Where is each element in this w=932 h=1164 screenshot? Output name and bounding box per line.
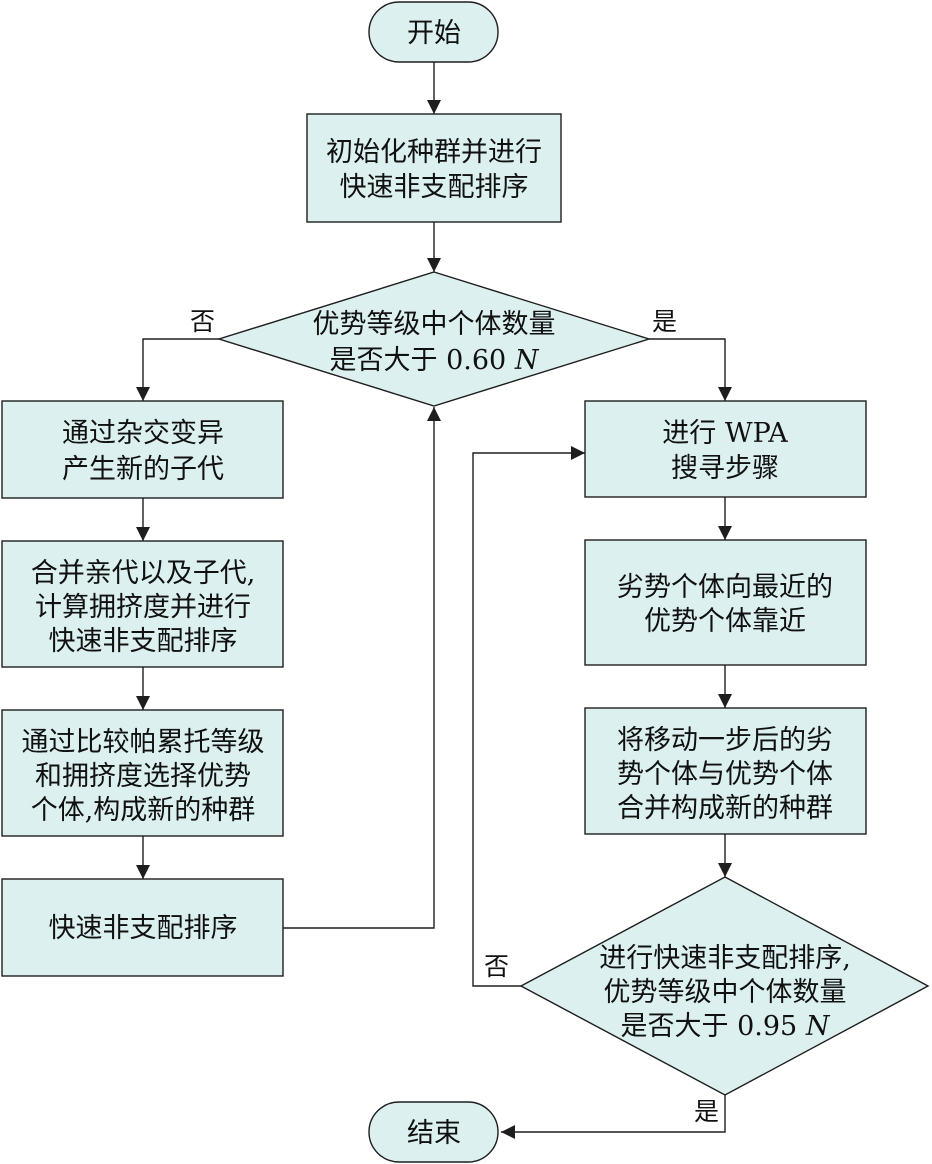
wpa-process: 进行 WPA 搜寻步骤 <box>584 400 867 498</box>
init-line-1: 初始化种群并进行 <box>326 137 542 168</box>
decision2-line-3: 是否大于 0.95 N <box>621 1011 831 1042</box>
decision2-var: N <box>805 1011 831 1042</box>
decision2-line-2: 优势等级中个体数量 <box>604 977 847 1008</box>
decision1-line-1: 优势等级中个体数量 <box>313 309 556 340</box>
decision1-line-2: 是否大于 0.60 N <box>330 345 540 376</box>
select-process: 通过比较帕累托等级 和拥挤度选择优势 个体,构成新的种群 <box>1 709 284 837</box>
combine-line-1: 将移动一步后的劣 <box>617 725 833 756</box>
end-terminator: 结束 <box>368 1101 499 1163</box>
edge-decision2-no <box>472 446 585 987</box>
merge-line-2: 计算拥挤度并进行 <box>35 592 251 623</box>
decision2-line-3-text: 是否大于 0.95 <box>621 1011 806 1042</box>
edge-sort-loop-back <box>283 407 441 929</box>
wpa-line-1: 进行 WPA <box>662 418 788 449</box>
init-process: 初始化种群并进行 快速非支配排序 <box>306 113 562 223</box>
decision1-no-label: 否 <box>190 307 215 336</box>
select-line-1: 通过比较帕累托等级 <box>22 727 265 758</box>
decision-1: 优势等级中个体数量 是否大于 0.60 N <box>216 271 652 407</box>
decision-2: 进行快速非支配排序, 优势等级中个体数量 是否大于 0.95 N <box>519 876 930 1096</box>
decision1-var: N <box>514 345 540 376</box>
sort-label: 快速非支配排序 <box>49 913 238 944</box>
edges <box>136 62 732 1139</box>
edge-decision1-yes <box>649 338 732 401</box>
approach-line-2: 优势个体靠近 <box>644 606 806 637</box>
crossover-line-1: 通过杂交变异 <box>62 418 224 449</box>
decision2-yes-label: 是 <box>694 1097 719 1126</box>
combine-process: 将移动一步后的劣 势个体与优势个体 合并构成新的种群 <box>584 707 867 835</box>
decision1-line-2-text: 是否大于 0.60 <box>330 345 515 376</box>
end-label: 结束 <box>407 1118 461 1149</box>
merge-line-1: 合并亲代以及子代, <box>31 558 256 589</box>
edge-decision1-no <box>136 338 219 401</box>
decision1-yes-label: 是 <box>652 307 677 336</box>
merge-line-3: 快速非支配排序 <box>49 626 238 657</box>
approach-line-1: 劣势个体向最近的 <box>617 572 833 603</box>
merge-process: 合并亲代以及子代, 计算拥挤度并进行 快速非支配排序 <box>1 540 284 668</box>
start-terminator: 开始 <box>368 1 499 63</box>
init-line-2: 快速非支配排序 <box>340 172 529 203</box>
sort-process: 快速非支配排序 <box>1 878 284 977</box>
crossover-line-2: 产生新的子代 <box>62 454 224 485</box>
decision2-no-label: 否 <box>484 952 509 981</box>
select-line-2: 和拥挤度选择优势 <box>35 761 251 792</box>
select-line-3: 个体,构成新的种群 <box>31 795 256 826</box>
crossover-process: 通过杂交变异 产生新的子代 <box>1 400 284 499</box>
combine-line-2: 势个体与优势个体 <box>617 759 833 790</box>
approach-process: 劣势个体向最近的 优势个体靠近 <box>584 539 867 666</box>
decision2-line-1: 进行快速非支配排序, <box>599 943 851 974</box>
edge-decision2-yes <box>501 1095 726 1139</box>
combine-line-3: 合并构成新的种群 <box>617 793 833 824</box>
start-label: 开始 <box>407 18 461 49</box>
wpa-line-2: 搜寻步骤 <box>671 453 779 484</box>
